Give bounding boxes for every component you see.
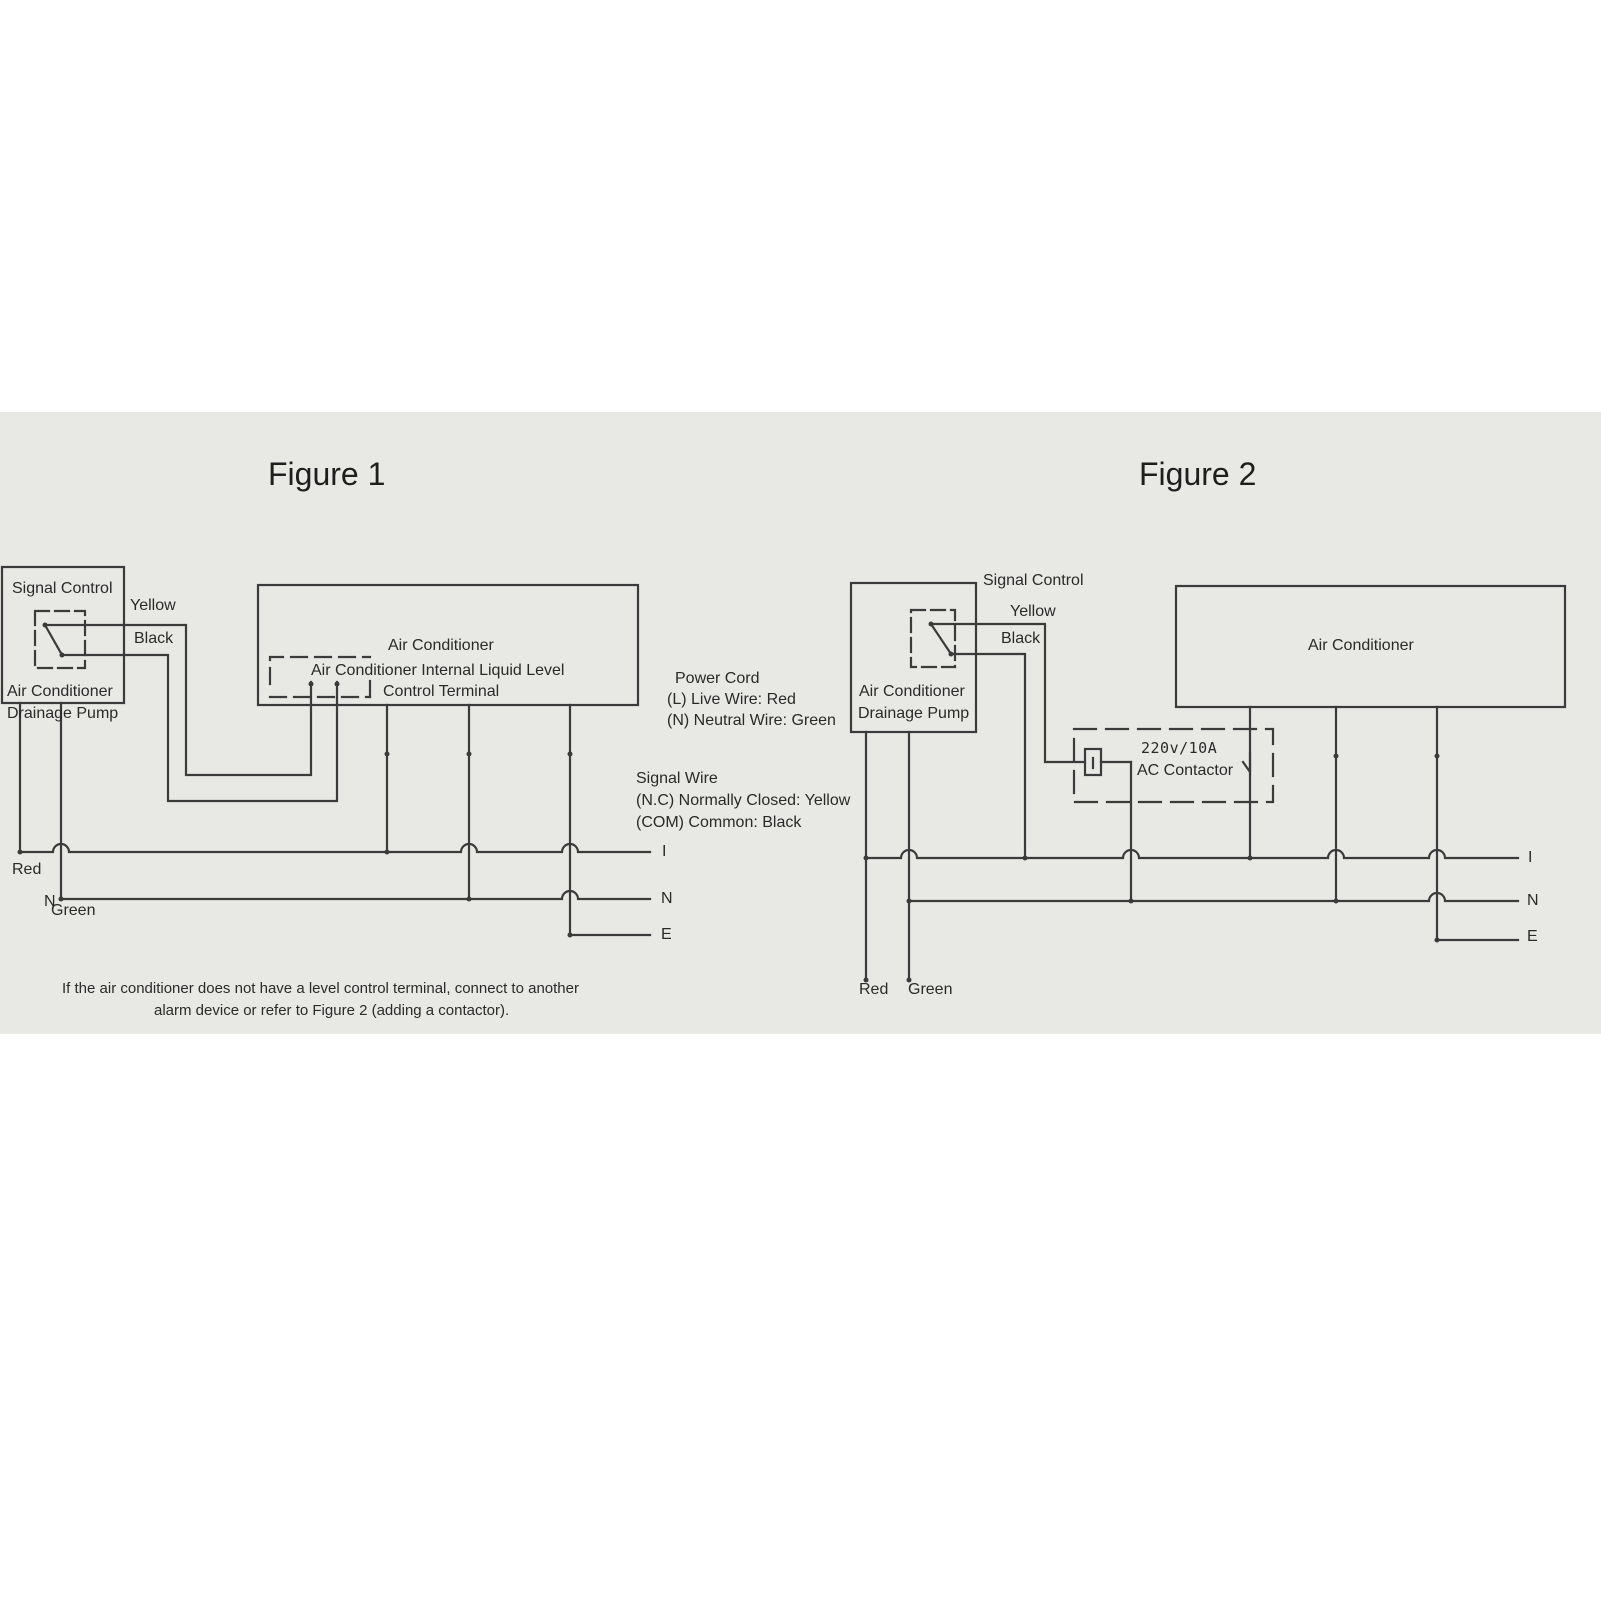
fig1-yellow-label: Yellow [130,597,176,614]
fig2-bus-l [864,848,1520,860]
fig1-note-line1: If the air conditioner does not have a l… [62,980,579,997]
fig2-ac-name: Air Conditioner [1308,637,1414,654]
fig1-pump-name-line2: Drainage Pump [7,705,119,722]
legend-power-neutral: (N) Neutral Wire: Green [667,712,836,729]
legend-signal-nc: (N.C) Normally Closed: Yellow [636,792,851,809]
fig2-pump-name-line2: Drainage Pump [858,705,970,722]
fig1-yellow-wire [43,623,313,777]
fig1-black-wire [60,653,339,803]
fig2-black-wire [949,652,1027,860]
fig2-pump-name-line1: Air Conditioner [859,683,965,700]
fig2-black-label: Black [1001,630,1041,647]
figure1-diagram [0,565,652,938]
fig1-black-label: Black [134,630,174,647]
fig1-switch-icon [42,622,65,658]
fig1-bus-n-label: N [661,890,673,907]
fig1-bus-n [59,889,652,901]
fig1-terminal-line2: Control Terminal [383,683,500,700]
fig1-level-terminal [268,655,372,686]
fig2-bus-n [907,891,1520,903]
fig2-yellow-label: Yellow [1010,603,1056,620]
fig2-signal-control-label: Signal Control [983,572,1084,589]
fig1-ac-name: Air Conditioner [388,637,494,654]
legend-power-title: Power Cord [675,670,760,687]
fig2-pump-box [849,581,978,734]
fig1-title: Figure 1 [268,456,386,492]
fig2-contactor-name: AC Contactor [1137,762,1234,779]
fig1-pump-name-line1: Air Conditioner [7,683,113,700]
fig2-bus-e-label: E [1527,928,1538,945]
fig2-contactor-rating: 220v/10A [1141,739,1218,757]
fig2-bus-l-label: I [1528,849,1533,866]
fig1-bus-e-label: E [661,926,672,943]
legend-signal-com: (COM) Common: Black [636,814,802,831]
fig1-terminal-line1: Air Conditioner Internal Liquid Level [311,662,565,679]
fig2-ac-box [1174,584,1567,709]
fig1-bus-l-label: I [662,843,667,860]
fig2-switch-icon [928,621,954,657]
fig1-pump-neutral-mark: N [44,893,56,910]
legend-power-live: (L) Live Wire: Red [667,691,796,708]
fig1-pump-box [0,565,126,705]
fig2-green-label: Green [908,981,953,998]
fig2-red-label: Red [859,981,889,998]
fig1-red-label: Red [12,861,42,878]
fig2-switch-enclosure [909,608,957,669]
fig1-green-label: Green [51,902,96,919]
fig2-bus-n-label: N [1527,892,1539,909]
fig2-contactor-box [1072,727,1275,804]
fig1-bus-l [18,842,652,854]
diagram-sheet [0,412,1601,1034]
fig1-switch-enclosure [33,609,87,670]
legend-signal-title: Signal Wire [636,770,718,787]
fig2-yellow-wire [929,622,1087,764]
fig1-ac-box [256,583,640,707]
figure2-diagram [849,581,1567,983]
fig1-signal-control-label: Signal Control [12,580,113,597]
fig2-title: Figure 2 [1139,456,1257,492]
fig1-note-line2: alarm device or refer to Figure 2 (addin… [154,1002,510,1019]
